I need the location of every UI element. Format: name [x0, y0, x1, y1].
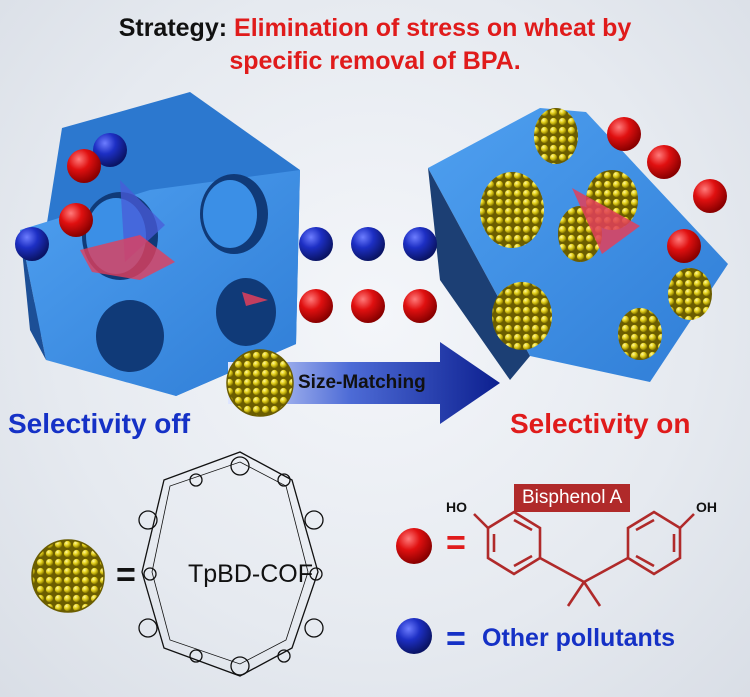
red-sphere [693, 179, 727, 213]
other-pollutants-label: Other pollutants [482, 624, 676, 652]
title-line2: specific removal of BPA. [229, 47, 521, 75]
blue-sphere [299, 227, 333, 261]
title-prefix: Strategy: [118, 14, 228, 42]
red-sphere [299, 289, 333, 323]
right-block [428, 108, 728, 382]
title: Strategy: Elimination of stress on wheat… [0, 12, 750, 78]
legend-red-sphere [396, 528, 432, 564]
red-sphere [647, 145, 681, 179]
oh-label: OH [696, 499, 717, 515]
red-sphere [351, 289, 385, 323]
ho-label: HO [446, 499, 467, 515]
cof-structure [138, 451, 324, 677]
bisphenol-label: Bisphenol A [514, 484, 631, 512]
size-matching-arrow [228, 342, 500, 424]
blue-sphere [351, 227, 385, 261]
title-line1: Elimination of stress on wheat by [234, 14, 632, 42]
cof-name-label: TpBD-COF [188, 560, 313, 588]
cof-hexagon-icon [226, 349, 294, 417]
red-sphere [607, 117, 641, 151]
blue-sphere [93, 133, 127, 167]
size-matching-label: Size-Matching [298, 372, 426, 393]
bisphenol-structure [473, 510, 695, 607]
blue-sphere [15, 227, 49, 261]
equals-sign: = [116, 556, 136, 594]
red-sphere [67, 149, 101, 183]
red-sphere [403, 289, 437, 323]
equals-sign: = [446, 524, 466, 562]
selectivity-on-label: Selectivity on [510, 408, 691, 439]
red-sphere [59, 203, 93, 237]
equals-sign: = [446, 620, 466, 658]
legend-blue-sphere [396, 618, 432, 654]
blue-sphere [403, 227, 437, 261]
red-sphere [667, 229, 701, 263]
selectivity-off-label: Selectivity off [8, 408, 191, 439]
cof-legend-icon [31, 539, 105, 613]
